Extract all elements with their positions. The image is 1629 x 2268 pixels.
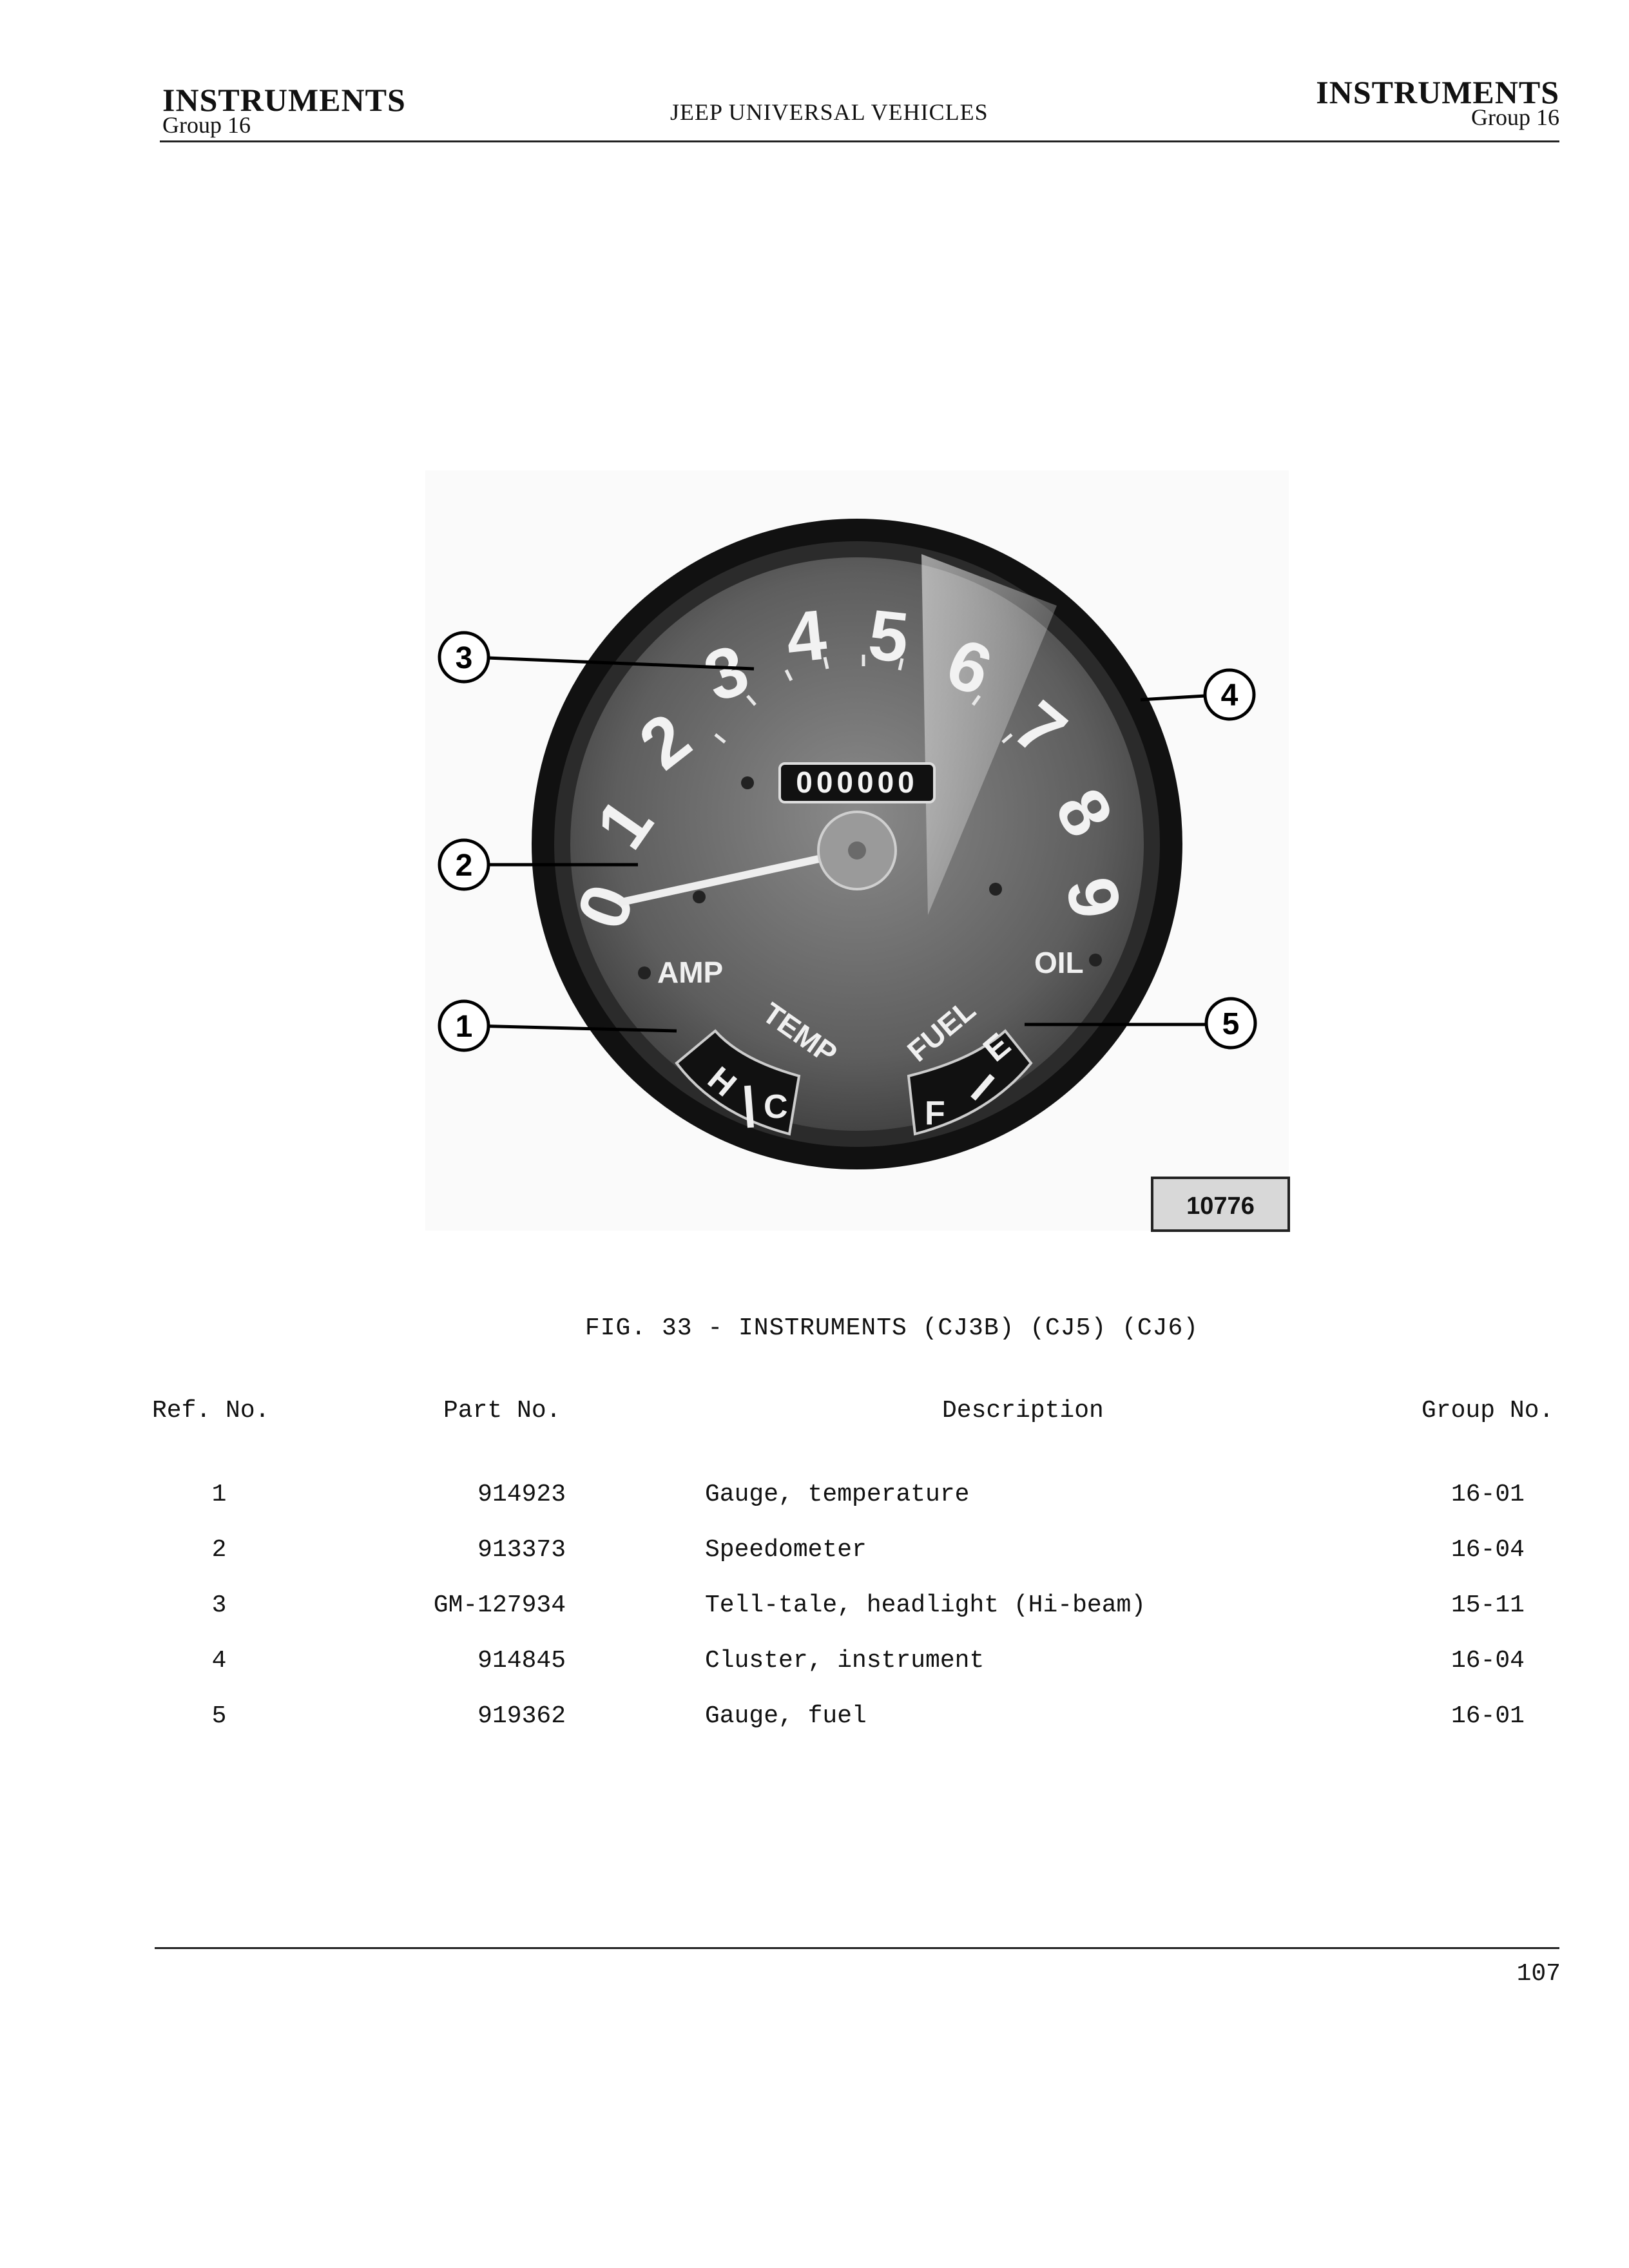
row-group-no: 16-04 bbox=[1451, 1536, 1525, 1564]
callout-1-leader bbox=[471, 1024, 677, 1033]
callout-1-circle bbox=[438, 999, 490, 1052]
dial-number-5: 5 bbox=[865, 595, 912, 678]
image-number-tag bbox=[1151, 1177, 1290, 1232]
callout-1-number: 1 bbox=[456, 1010, 473, 1044]
oil-indicator bbox=[1089, 954, 1102, 966]
oil-label: OIL bbox=[1034, 946, 1084, 979]
callout-2-number: 2 bbox=[456, 849, 473, 883]
amp-indicator bbox=[638, 966, 651, 979]
header-left-group: Group 16 bbox=[162, 112, 251, 138]
speed-ticks bbox=[714, 655, 1013, 744]
figure-caption: FIG. 33 - INSTRUMENTS (CJ3B) (CJ5) (CJ6) bbox=[584, 1314, 1199, 1342]
hi-beam-telltale bbox=[693, 890, 706, 903]
indicator-dot-left bbox=[741, 776, 754, 789]
image-number: 10776 bbox=[1186, 1193, 1255, 1220]
page-number: 107 bbox=[1516, 1960, 1561, 1988]
callout-4-number: 4 bbox=[1221, 678, 1239, 713]
row-ref-no: 4 bbox=[211, 1647, 227, 1675]
row-part-no: 919362 bbox=[477, 1702, 566, 1730]
instrument-figure: 0 1 2 3 4 5 6 7 8 9 000000 AMP OIL TEMP bbox=[412, 464, 1302, 1237]
row-ref-no: 5 bbox=[211, 1702, 227, 1730]
row-part-no: 914923 bbox=[477, 1481, 566, 1508]
row-group-no: 16-01 bbox=[1451, 1702, 1525, 1730]
temperature-gauge-window bbox=[675, 1029, 801, 1136]
footer-rule bbox=[155, 1947, 1559, 1949]
odometer-window bbox=[778, 762, 936, 803]
row-ref-no: 3 bbox=[211, 1591, 227, 1619]
row-description: Gauge, temperature bbox=[705, 1481, 970, 1508]
row-part-no: 914845 bbox=[477, 1647, 566, 1675]
dial-number-4: 4 bbox=[782, 595, 830, 678]
amp-label: AMP bbox=[657, 956, 723, 989]
needle-hub-cap bbox=[848, 841, 866, 860]
indicator-dot-right bbox=[989, 883, 1002, 896]
callouts bbox=[438, 631, 1257, 1052]
col-header-ref: Ref. No. bbox=[152, 1397, 270, 1425]
fuel-needle bbox=[970, 1073, 995, 1101]
odometer-digits: 000000 bbox=[796, 765, 918, 799]
row-part-no: GM-127934 bbox=[433, 1591, 566, 1619]
fuel-gauge-window bbox=[907, 1029, 1033, 1136]
row-part-no: 913373 bbox=[477, 1536, 566, 1564]
header-right-group: Group 16 bbox=[1471, 104, 1559, 130]
temp-cold-label: C bbox=[764, 1088, 788, 1126]
col-header-group: Group No. bbox=[1422, 1397, 1554, 1425]
row-group-no: 15-11 bbox=[1451, 1591, 1525, 1619]
speedometer-needle bbox=[618, 847, 861, 906]
glass-glare bbox=[921, 554, 1057, 915]
temperature-needle bbox=[744, 1085, 754, 1128]
row-ref-no: 2 bbox=[211, 1536, 227, 1564]
callout-5-circle bbox=[1204, 997, 1257, 1050]
instrument-cluster-illustration: 0 1 2 3 4 5 6 7 8 9 000000 AMP OIL TEMP bbox=[425, 470, 1290, 1232]
callout-5-number: 5 bbox=[1222, 1007, 1240, 1041]
fuel-full-label: F bbox=[925, 1095, 945, 1132]
row-description: Cluster, instrument bbox=[705, 1647, 985, 1675]
header-right-title: INSTRUMENTS bbox=[1316, 74, 1559, 110]
col-header-description: Description bbox=[942, 1397, 1104, 1425]
header-rule bbox=[160, 140, 1559, 142]
row-description: Speedometer bbox=[705, 1536, 867, 1564]
callout-3-number: 3 bbox=[456, 641, 473, 675]
callout-2-circle bbox=[438, 838, 490, 891]
header-left-title: INSTRUMENTS bbox=[162, 82, 406, 118]
row-description: Gauge, fuel bbox=[705, 1702, 867, 1730]
row-group-no: 16-01 bbox=[1451, 1481, 1525, 1508]
col-header-part: Part No. bbox=[443, 1397, 561, 1425]
row-group-no: 16-04 bbox=[1451, 1647, 1525, 1675]
row-ref-no: 1 bbox=[211, 1481, 227, 1508]
callout-4-circle bbox=[1203, 668, 1256, 721]
callout-3-leader bbox=[471, 655, 755, 671]
row-description: Tell-tale, headlight (Hi-beam) bbox=[705, 1591, 1146, 1619]
callout-3-circle bbox=[438, 631, 490, 684]
callout-4-leader bbox=[1140, 694, 1206, 702]
header-center-title: JEEP UNIVERSAL VEHICLES bbox=[670, 99, 988, 125]
